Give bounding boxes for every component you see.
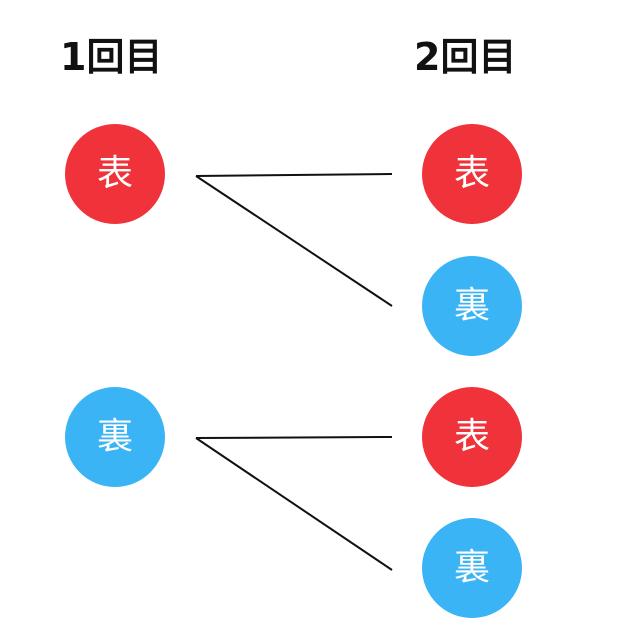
round-2-tails-node: 裏 xyxy=(422,518,522,618)
round-2-heads-node: 表 xyxy=(422,387,522,487)
branch-heads-to-heads xyxy=(195,173,393,177)
branch-tails-to-tails xyxy=(195,437,393,571)
round-1-heads-node: 表 xyxy=(65,124,165,224)
round-2-tails-node: 裏 xyxy=(422,256,522,356)
round-2-heading: 2回目 xyxy=(414,35,517,79)
branch-heads-to-tails xyxy=(195,175,393,307)
round-1-tails-node: 裏 xyxy=(65,387,165,487)
branch-tails-to-heads xyxy=(195,436,393,439)
round-2-heads-node: 表 xyxy=(422,124,522,224)
round-1-heading: 1回目 xyxy=(60,35,163,79)
